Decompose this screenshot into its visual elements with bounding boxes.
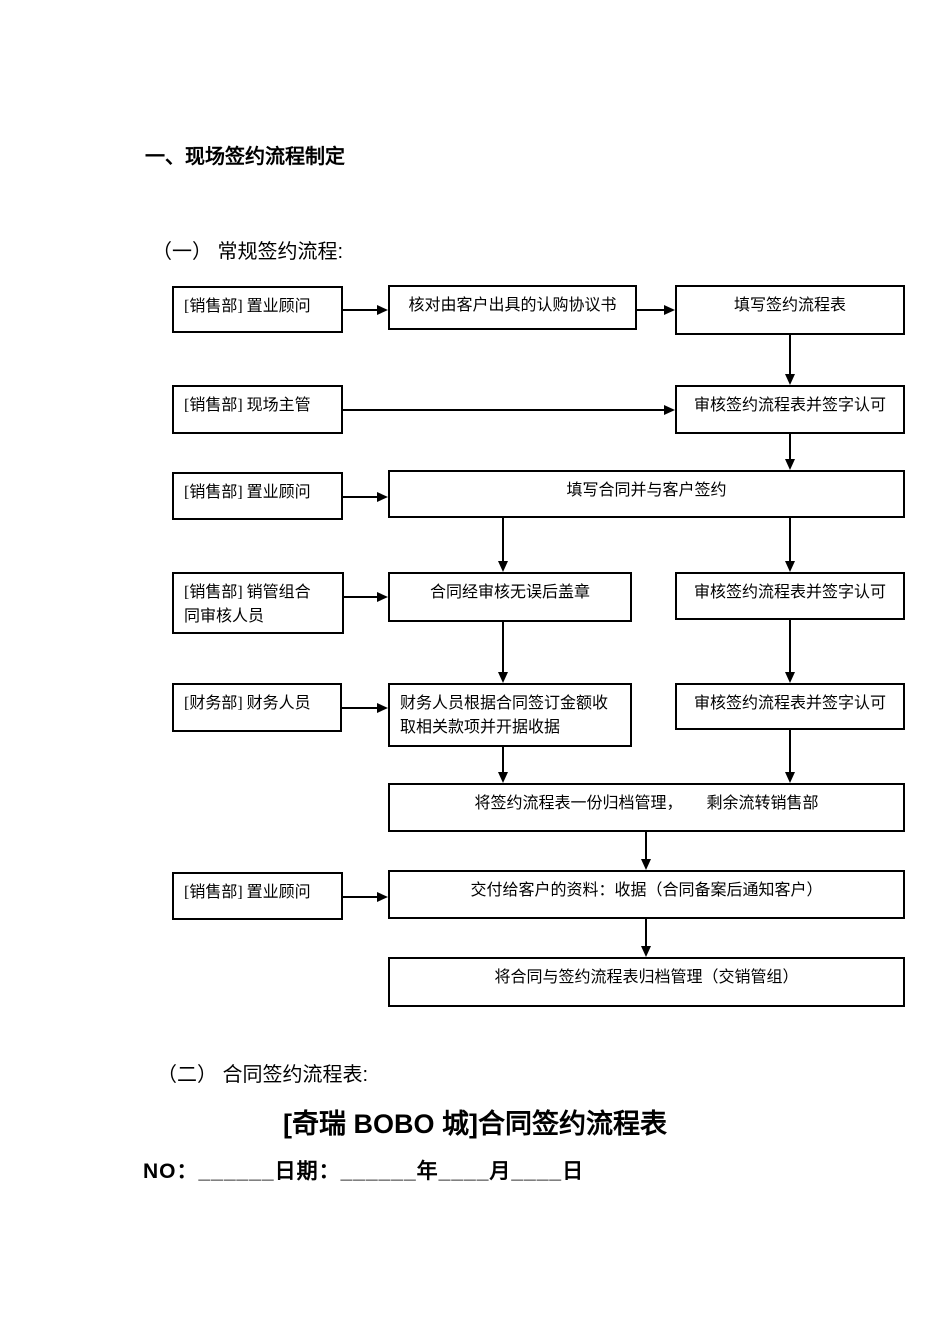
connector-r3-down-left <box>502 518 504 562</box>
connector-r4-step2-down <box>789 620 791 672</box>
arrowhead-down-icon <box>641 859 651 870</box>
arrowhead-right-icon <box>377 305 388 315</box>
flow-box-r1-step1: 核对由客户出具的认购协议书 <box>388 285 637 330</box>
flow-box-r4-step1: 合同经审核无误后盖章 <box>388 572 632 622</box>
connector-r2-role-step <box>343 409 666 411</box>
arrowhead-down-icon <box>498 772 508 783</box>
subsection-heading-contract-form: （二） 合同签约流程表: <box>157 1064 369 1086</box>
arrowhead-down-icon <box>785 672 795 683</box>
arrowhead-down-icon <box>785 561 795 572</box>
flow-box-r4-role: [销售部] 销管组合 同审核人员 <box>172 572 344 634</box>
arrowhead-right-icon <box>664 305 675 315</box>
connector-r4-role-step1 <box>344 596 379 598</box>
form-no-date-line: NO：______日期：______年____月____日 <box>143 1160 585 1183</box>
section-heading: 一、现场签约流程制定 <box>145 146 345 168</box>
flow-box-r5-step1: 财务人员根据合同签订金额收 取相关款项并开据收据 <box>388 683 632 747</box>
flow-box-r2-role: [销售部] 现场主管 <box>172 385 343 434</box>
arrowhead-down-icon <box>498 561 508 572</box>
connector-r1-step1-step2 <box>637 309 666 311</box>
flow-box-r5-role: [财务部] 财务人员 <box>172 683 342 732</box>
connector-r4-step1-down <box>502 622 504 672</box>
arrowhead-down-icon <box>785 772 795 783</box>
flow-box-r1-step2: 填写签约流程表 <box>675 285 905 335</box>
flow-box-r1-role: [销售部] 置业顾问 <box>172 286 343 333</box>
arrowhead-down-icon <box>498 672 508 683</box>
subsection-heading-regular-flow: （一） 常规签约流程: <box>152 241 344 263</box>
connector-r1-step2-down <box>789 335 791 375</box>
arrowhead-right-icon <box>377 703 388 713</box>
arrowhead-right-icon <box>377 592 388 602</box>
connector-r2-step-down <box>789 434 791 460</box>
flow-box-r7-role: [销售部] 置业顾问 <box>172 872 343 920</box>
connector-r3-down-right <box>789 518 791 562</box>
flow-box-r7-step: 交付给客户的资料：收据（合同备案后通知客户） <box>388 870 905 919</box>
flow-box-r3-role: [销售部] 置业顾问 <box>172 472 343 520</box>
flow-box-r5-step2: 审核签约流程表并签字认可 <box>675 683 905 730</box>
arrowhead-down-icon <box>785 374 795 385</box>
flow-box-r4-step2: 审核签约流程表并签字认可 <box>675 572 905 620</box>
form-title: [奇瑞 BOBO 城]合同签约流程表 <box>283 1109 667 1139</box>
arrowhead-right-icon <box>377 492 388 502</box>
connector-r6-down <box>645 832 647 860</box>
connector-r3-role-step <box>343 496 379 498</box>
connector-r1-role-step1 <box>343 309 379 311</box>
flow-box-r2-step: 审核签约流程表并签字认可 <box>675 385 905 434</box>
flow-box-r6-step: 将签约流程表一份归档管理， 剩余流转销售部 <box>388 783 905 832</box>
connector-r7-down <box>645 919 647 947</box>
connector-r7-role-step <box>343 896 379 898</box>
arrowhead-down-icon <box>641 946 651 957</box>
flow-box-r3-step: 填写合同并与客户签约 <box>388 470 905 518</box>
arrowhead-down-icon <box>785 459 795 470</box>
arrowhead-right-icon <box>377 892 388 902</box>
flow-box-r8-step: 将合同与签约流程表归档管理（交销管组） <box>388 957 905 1007</box>
arrowhead-right-icon <box>664 405 675 415</box>
connector-r5-role-step1 <box>342 707 379 709</box>
connector-r5-step2-down <box>789 730 791 773</box>
connector-r5-step1-down <box>502 747 504 773</box>
